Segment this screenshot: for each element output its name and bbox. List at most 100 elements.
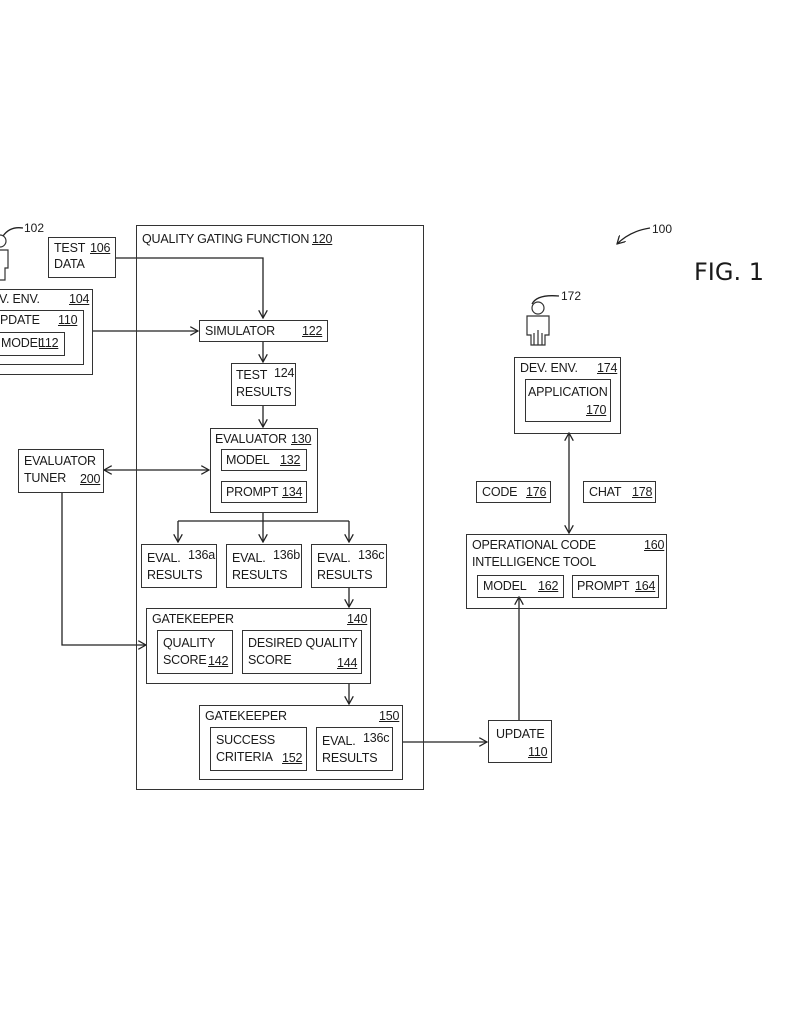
test-data-ref: 106 (90, 241, 111, 255)
figure-title: FIG. 1 (694, 258, 765, 286)
operational-code-intelligence-tool-box: OPERATIONAL CODE 160 INTELLIGENCE TOOL M… (466, 534, 667, 609)
eval-results-136a-box: EVAL. 136a RESULTS (141, 544, 217, 588)
evaluator-prompt-ref: 134 (282, 485, 303, 499)
application-label: APPLICATION (528, 385, 608, 399)
test-data-box: TEST 106 DATA (48, 237, 116, 278)
quality-score-line1: QUALITY (163, 636, 216, 650)
gatekeeper-150-ref: 150 (379, 709, 400, 723)
evaluator-model-ref: 132 (280, 453, 301, 467)
ocit-line2: INTELLIGENCE TOOL (472, 555, 596, 569)
code-box: CODE 176 (476, 481, 551, 503)
update-110-box: PDATE 110 MODEL 112 (0, 310, 84, 365)
gatekeeper-150-eval-results-box: EVAL. 136c RESULTS (316, 727, 393, 771)
chat-box: CHAT 178 (583, 481, 656, 503)
evaluator-model-label: MODEL (226, 453, 270, 467)
dev-env-104-label: V. ENV. (0, 292, 40, 306)
simulator-box: SIMULATOR 122 (199, 320, 328, 342)
ref-arrow-100 (617, 227, 651, 244)
test-data-line2: DATA (54, 257, 85, 271)
evaluator-label: EVALUATOR (215, 432, 287, 446)
code-ref: 176 (526, 485, 547, 499)
model-112-ref: 112 (39, 336, 59, 350)
eval-results-136b-ref: 136b (273, 548, 301, 562)
dev-env-174-label: DEV. ENV. (520, 361, 578, 375)
dev-env-174-box: DEV. ENV. 174 APPLICATION 170 (514, 357, 621, 434)
update-110-right-box: UPDATE 110 (488, 720, 552, 763)
test-results-line1: TEST (236, 368, 268, 382)
desired-quality-score-box: DESIRED QUALITY SCORE 144 (242, 630, 362, 674)
ref-172: 172 (561, 289, 582, 303)
ocit-model-ref: 162 (538, 579, 559, 593)
evaluator-prompt-box: PROMPT 134 (221, 481, 307, 503)
quality-gating-function-box: QUALITY GATING FUNCTION 120 (136, 225, 424, 790)
evaluator-box: EVALUATOR 130 MODEL 132 PROMPT 134 (210, 428, 318, 513)
gatekeeper-150-box: GATEKEEPER 150 SUCCESS CRITERIA 152 EVAL… (199, 705, 403, 780)
evaluator-model-box: MODEL 132 (221, 449, 307, 471)
gatekeeper-140-label: GATEKEEPER (152, 612, 234, 626)
quality-score-line2: SCORE (163, 653, 207, 667)
eval-results-136b-box: EVAL. 136b RESULTS (226, 544, 302, 588)
arrow-tuner-gatekeeper140 (61, 492, 146, 645)
person-icon-102 (0, 234, 9, 281)
eval-results-136c-line1: EVAL. (317, 551, 351, 565)
model-112-box: MODEL 112 (0, 332, 65, 356)
eval-results-136c-ref: 136c (358, 548, 385, 562)
update-110-right-ref: 110 (528, 745, 548, 759)
update-110-ref: 110 (58, 313, 78, 327)
quality-score-box: QUALITY SCORE 142 (157, 630, 233, 674)
desired-quality-score-line2: SCORE (248, 653, 292, 667)
eval-results-136b-line1: EVAL. (232, 551, 266, 565)
success-criteria-box: SUCCESS CRITERIA 152 (210, 727, 307, 771)
ocit-prompt-box: PROMPT 164 (572, 575, 659, 598)
ref-100: 100 (652, 222, 673, 236)
quality-score-ref: 142 (208, 654, 229, 668)
evaluator-tuner-line2: TUNER (24, 471, 67, 485)
ref-102: 102 (24, 221, 45, 235)
eval-results-136c-box: EVAL. 136c RESULTS (311, 544, 387, 588)
evaluator-prompt-label: PROMPT (226, 485, 279, 499)
leader-102 (2, 227, 24, 237)
desired-quality-score-ref: 144 (337, 656, 358, 670)
ocit-prompt-ref: 164 (635, 579, 656, 593)
eval-results-136a-line1: EVAL. (147, 551, 181, 565)
person-icon-172 (526, 301, 550, 346)
eval-results-136a-line2: RESULTS (147, 568, 203, 582)
application-ref: 170 (586, 403, 607, 417)
eval-results-136a-ref: 136a (188, 548, 216, 562)
dev-env-104-ref: 104 (69, 292, 90, 306)
gatekeeper-140-ref: 140 (347, 612, 368, 626)
quality-gating-ref: 120 (312, 232, 333, 246)
eval-results-136c-line2: RESULTS (317, 568, 373, 582)
code-label: CODE (482, 485, 518, 499)
dev-env-104-box: V. ENV. 104 PDATE 110 MODEL 112 (0, 289, 93, 375)
gatekeeper-150-eval-ref: 136c (363, 731, 390, 745)
success-criteria-ref: 152 (282, 751, 303, 765)
chat-label: CHAT (589, 485, 622, 499)
evaluator-tuner-box: EVALUATOR TUNER 200 (18, 449, 104, 493)
gatekeeper-140-box: GATEKEEPER 140 QUALITY SCORE 142 DESIRED… (146, 608, 371, 684)
eval-results-136b-line2: RESULTS (232, 568, 288, 582)
evaluator-ref: 130 (291, 432, 312, 446)
model-112-label: MODEL (1, 336, 45, 350)
test-data-line1: TEST (54, 241, 86, 255)
update-110-right-label: UPDATE (496, 727, 545, 741)
quality-gating-label: QUALITY GATING FUNCTION (142, 232, 310, 246)
success-criteria-line1: SUCCESS (216, 733, 276, 747)
test-results-line2: RESULTS (236, 385, 292, 399)
success-criteria-line2: CRITERIA (216, 750, 273, 764)
gatekeeper-150-eval-line1: EVAL. (322, 734, 356, 748)
ocit-model-box: MODEL 162 (477, 575, 564, 598)
leader-172 (531, 295, 560, 305)
ocit-prompt-label: PROMPT (577, 579, 630, 593)
test-results-ref: 124 (274, 366, 295, 380)
ocit-line1: OPERATIONAL CODE (472, 538, 596, 552)
simulator-label: SIMULATOR (205, 324, 275, 338)
ocit-model-label: MODEL (483, 579, 527, 593)
dev-env-174-ref: 174 (597, 361, 618, 375)
update-110-label: PDATE (0, 313, 40, 327)
test-results-box: TEST 124 RESULTS (231, 363, 296, 406)
gatekeeper-150-eval-line2: RESULTS (322, 751, 378, 765)
application-box: APPLICATION 170 (525, 379, 611, 422)
evaluator-tuner-ref: 200 (80, 472, 101, 486)
ocit-ref: 160 (644, 538, 665, 552)
